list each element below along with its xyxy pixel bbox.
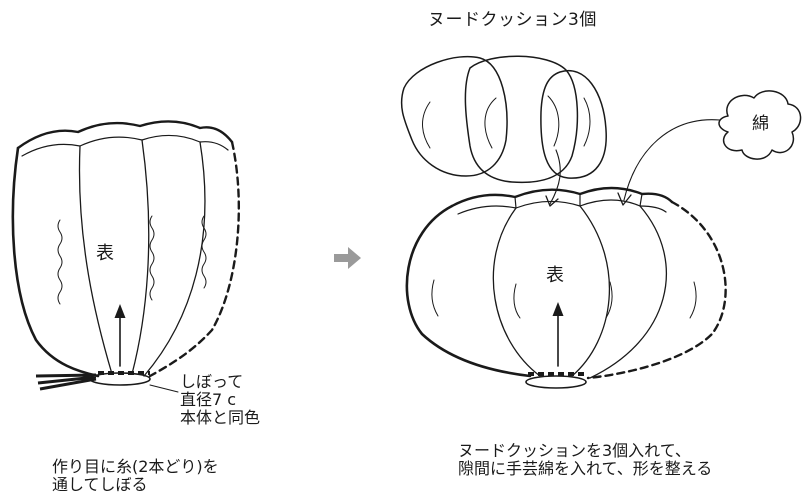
right-top-rim (450, 186, 674, 208)
right-outline (405, 204, 532, 378)
cinch-line-1: しぼって (180, 372, 244, 391)
left-cinch-leader (149, 384, 179, 393)
right-body (405, 186, 727, 389)
cotton-insert-arrow-head (617, 192, 632, 206)
left-up-arrow-head (114, 304, 126, 318)
cotton-blob (718, 90, 802, 160)
left-dashed-outline (148, 140, 241, 378)
cushion-group (400, 55, 607, 184)
cushion-insert-arrow (549, 149, 561, 205)
cinch-line-2: 直径7 c (180, 390, 237, 409)
right-note-line-1: ヌードクッションを3個入れて、 (458, 441, 691, 460)
transition-arrow (334, 247, 361, 269)
right-seam-2 (571, 205, 611, 377)
cushion-fold-2 (547, 95, 560, 147)
left-note-line-2: 通してしぼる (52, 475, 148, 494)
cotton-label: 綿 (752, 114, 770, 134)
left-top-rim-inner (21, 134, 229, 157)
left-wrinkle-2 (149, 215, 155, 301)
left-thread-tails (35, 373, 97, 391)
cushion-fold-1 (484, 97, 497, 149)
right-dashed-outline (586, 200, 727, 380)
left-body-label: 表 (96, 243, 115, 264)
cushion-left (400, 55, 508, 177)
cushion-right (540, 69, 607, 179)
left-instruction-note: 作り目に糸(2本どり)を 通してしぼる (52, 458, 219, 494)
cushion-middle (464, 55, 579, 184)
left-seam-1 (78, 145, 113, 375)
right-instruction-note: ヌードクッションを3個入れて、 隙間に手芸綿を入れて、形を整える (458, 442, 712, 478)
left-seam-3 (143, 141, 206, 377)
right-seam-1 (492, 207, 541, 377)
left-seam-2 (131, 139, 150, 375)
right-shade-2 (513, 283, 521, 319)
right-note-line-2: 隙間に手芸綿を入れて、形を整える (458, 459, 713, 478)
cinch-line-3: 本体と同色 (180, 408, 261, 427)
right-seam-3 (589, 205, 668, 379)
cushion-label: ヌードクッション3個 (428, 10, 597, 30)
right-rim-peak-1 (514, 196, 517, 209)
left-wrinkle-1 (57, 219, 63, 305)
right-rim-peak-3 (639, 193, 643, 207)
right-shade-3 (605, 281, 613, 319)
right-shade-4 (689, 281, 697, 319)
left-cinch-label: しぼって 直径7 c 本体と同色 (180, 373, 260, 427)
cushion-fold-3 (422, 101, 431, 149)
left-outline (11, 146, 100, 378)
cushion-insert-arrow-head (545, 195, 559, 207)
left-body (11, 120, 241, 393)
right-body-label: 表 (546, 265, 565, 286)
right-up-arrow-head (552, 302, 564, 316)
left-top-rim (16, 120, 234, 150)
left-wrinkle-3 (201, 215, 207, 289)
cotton-insert-arrow (623, 119, 721, 201)
right-bottom-ring (525, 375, 587, 389)
left-note-line-1: 作り目に糸(2本どり)を (52, 457, 219, 476)
right-top-rim-inner (457, 199, 667, 215)
cushion-fold-4 (583, 97, 591, 147)
right-shade-1 (431, 279, 439, 317)
